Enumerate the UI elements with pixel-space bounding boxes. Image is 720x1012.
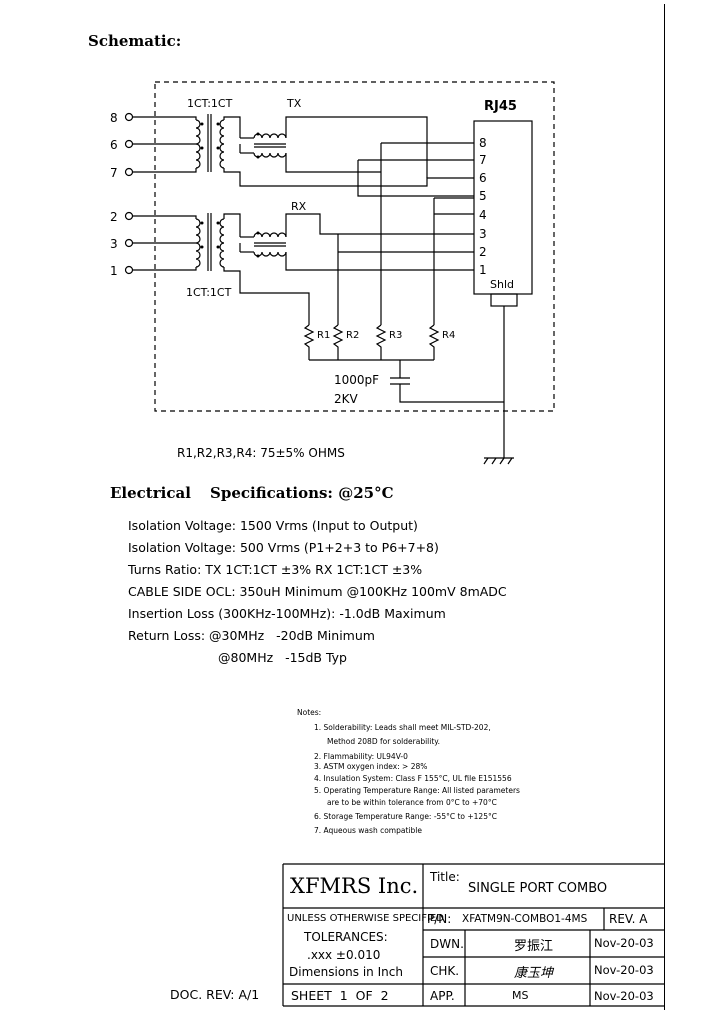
- resistor-label: R3: [389, 330, 402, 341]
- left-pin-label: 2: [110, 210, 118, 224]
- rj45-label: RJ45: [484, 99, 517, 114]
- note-line: Method 208D for solderability.: [327, 737, 441, 746]
- electrical-title: Electrical: [110, 484, 191, 502]
- spec-line: @80MHz -15dB Typ: [218, 650, 347, 665]
- page-heading: Schematic:: [88, 32, 182, 50]
- schematic-diagram: RJ45 Shld TX RX 1CT:1CT 1CT:1CT 8 6 7 2 …: [110, 81, 555, 465]
- schematic-boundary: [154, 81, 555, 412]
- note-line: 6. Storage Temperature Range: -55°C to +…: [314, 812, 497, 821]
- resistor-label: R1: [317, 330, 330, 341]
- note-line: 4. Insulation System: Class F 155°C, UL …: [314, 774, 512, 783]
- resistor-note: R1,R2,R3,R4: 75±5% OHMS: [177, 446, 345, 460]
- spec-line: CABLE SIDE OCL: 350uH Minimum @100KHz 10…: [128, 584, 507, 599]
- rj45-pin-label: 1: [479, 263, 487, 277]
- left-pin-label: 7: [110, 166, 118, 180]
- spec-line: Insertion Loss (300KHz-100MHz): -1.0dB M…: [128, 606, 446, 621]
- approved-signature: MS: [512, 989, 529, 1002]
- drawn-signature: 罗振江: [514, 939, 554, 954]
- drawn-label: DWN.: [430, 937, 464, 951]
- note-line: 1. Solderability: Leads shall meet MIL-S…: [314, 723, 491, 732]
- approved-label: APP.: [430, 989, 455, 1003]
- note-line: 5. Operating Temperature Range: All list…: [314, 786, 520, 795]
- document-revision: DOC. REV: A/1: [170, 987, 260, 1002]
- spec-line: Isolation Voltage: 1500 Vrms (Input to O…: [128, 518, 418, 533]
- left-pin-label: 8: [110, 111, 118, 125]
- rj45-pin-label: 6: [479, 171, 487, 185]
- rj45-pin-label: 4: [479, 208, 487, 222]
- checked-signature: 康玉坤: [514, 966, 554, 981]
- tolerances-label: TOLERANCES:: [304, 930, 388, 944]
- unless-specified: UNLESS OTHERWISE SPECIFIED: [287, 913, 444, 924]
- left-pin-label: 3: [110, 237, 118, 251]
- part-number-label: P/N:: [427, 912, 452, 926]
- dimensions-unit: Dimensions in Inch: [289, 965, 403, 979]
- checked-label: CHK.: [430, 964, 460, 978]
- rj45-pin-label: 8: [479, 136, 487, 150]
- sheet-number: SHEET 1 OF 2: [291, 988, 389, 1003]
- ratio-top: 1CT:1CT: [187, 97, 233, 110]
- spec-line: Turns Ratio: TX 1CT:1CT ±3% RX 1CT:1CT ±…: [128, 562, 423, 577]
- resistor-label: R4: [442, 330, 455, 341]
- resistor-label: R2: [346, 330, 359, 341]
- part-number-value: XFATM9N-COMBO1-4MS: [462, 913, 588, 925]
- rj45-pin-label: 7: [479, 153, 487, 167]
- checked-date: Nov-20-03: [594, 963, 654, 977]
- capacitor-value: 1000pF: [334, 373, 379, 387]
- tx-label: TX: [286, 97, 302, 110]
- rj45-pin-label: 2: [479, 245, 487, 259]
- rj45-pin-label: 3: [479, 227, 487, 241]
- ratio-bottom: 1CT:1CT: [186, 286, 232, 299]
- note-line: are to be within tolerance from 0°C to +…: [327, 798, 497, 807]
- electrical-subtitle: Specifications: @25°C: [210, 484, 394, 502]
- rj45-pin-label: 5: [479, 189, 487, 203]
- notes-title: Notes:: [297, 708, 322, 717]
- shield-label: Shld: [490, 278, 514, 291]
- note-line: 3. ASTM oxygen index: > 28%: [314, 762, 428, 771]
- revision: REV. A: [609, 912, 648, 926]
- capacitor-voltage: 2KV: [334, 392, 359, 406]
- rx-label: RX: [291, 200, 307, 213]
- note-line: 2. Flammability: UL94V-0: [314, 752, 408, 761]
- drawn-date: Nov-20-03: [594, 936, 654, 950]
- page-border-right: [664, 4, 665, 1010]
- spec-line: Isolation Voltage: 500 Vrms (P1+2+3 to P…: [128, 540, 439, 555]
- left-pin-label: 6: [110, 138, 118, 152]
- title-label: Title:: [430, 870, 460, 884]
- document-title: SINGLE PORT COMBO: [468, 881, 608, 896]
- note-line: 7. Aqueous wash compatible: [314, 826, 422, 835]
- company-name: XFMRS Inc.: [290, 874, 419, 898]
- approved-date: Nov-20-03: [594, 989, 654, 1003]
- spec-line: Return Loss: @30MHz -20dB Minimum: [128, 628, 375, 643]
- tolerance-value: .xxx ±0.010: [307, 948, 381, 962]
- left-pin-label: 1: [110, 264, 118, 278]
